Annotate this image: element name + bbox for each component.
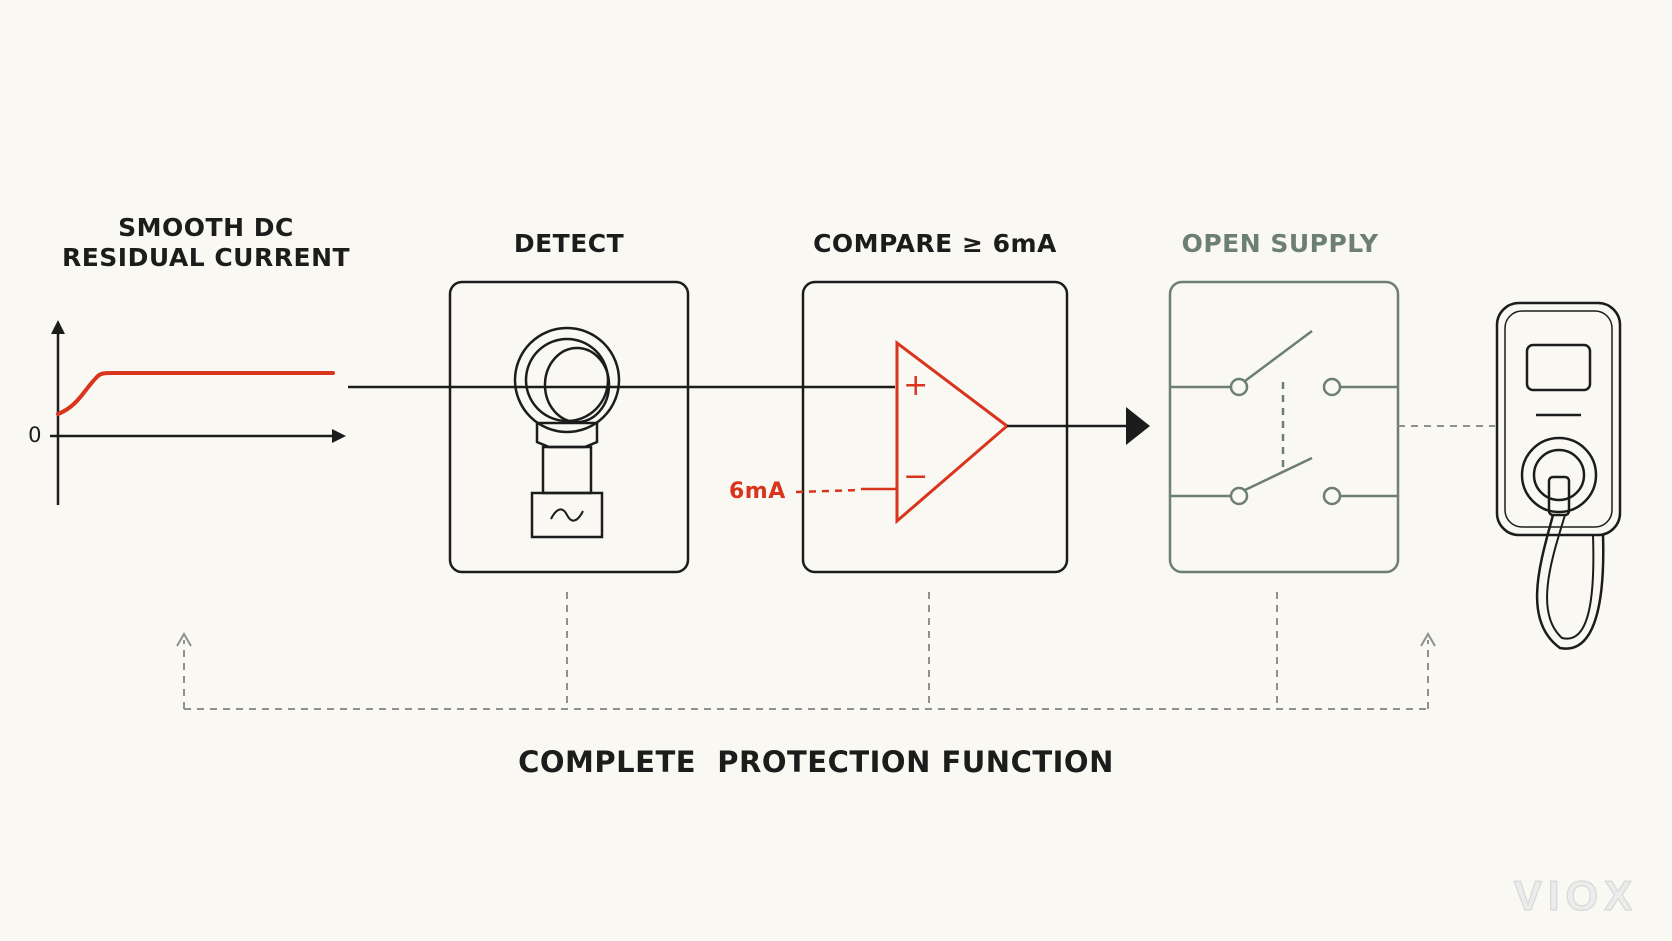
detect-box — [448, 280, 690, 574]
feedback-arrow-left — [176, 632, 192, 647]
residual-current-graph — [50, 320, 346, 505]
op-amp-icon — [861, 339, 1010, 525]
comparator-minus-symbol: − — [903, 459, 929, 494]
trip-signal-arrow — [1126, 407, 1150, 445]
protection-function-dashed-frame — [183, 592, 1429, 710]
graph-y-axis-arrow — [51, 320, 65, 334]
graph-x-axis-arrow — [332, 429, 346, 443]
current-transformer-icon — [513, 326, 621, 539]
open-supply-title: OPEN SUPPLY — [1181, 229, 1379, 258]
input-title-line2: RESIDUAL CURRENT — [61, 243, 351, 272]
svg-text:VIOX: VIOX — [1514, 872, 1638, 919]
comparator-plus-symbol: + — [903, 368, 929, 403]
input-title-line1: SMOOTH DC — [118, 213, 294, 242]
detect-title: DETECT — [513, 229, 625, 258]
graph-zero-label: 0 — [28, 423, 42, 447]
input-title: SMOOTH DC RESIDUAL CURRENT — [56, 213, 356, 273]
compare-title: COMPARE ≥ 6mA — [813, 229, 1057, 258]
feedback-arrow-right — [1420, 632, 1436, 647]
reference-current-label: 6mA — [729, 479, 786, 504]
reference-dashed-line — [795, 488, 861, 494]
double-pole-switch-icon — [1170, 329, 1398, 506]
viox-logo: VIOX — [1513, 871, 1638, 919]
footer-title: COMPLETE PROTECTION FUNCTION — [518, 745, 1114, 779]
ev-charger-icon — [1495, 301, 1622, 650]
dc-residual-current-curve — [56, 371, 335, 416]
